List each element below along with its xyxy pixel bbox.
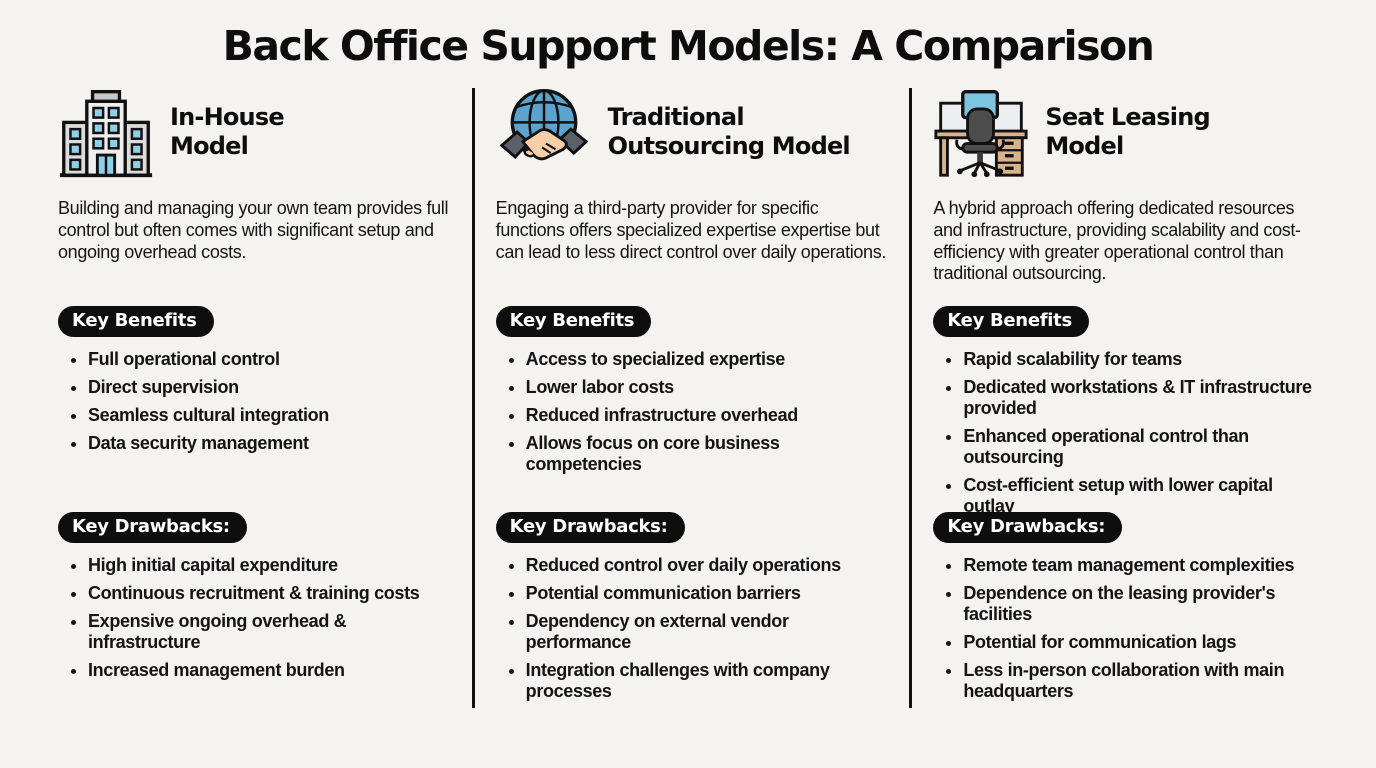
drawbacks-section: Key Drawbacks: Reduced control over dail… [495, 512, 889, 702]
drawbacks-badge: Key Drawbacks: [495, 512, 685, 543]
drawback-item: Less in-person collaboration with main h… [963, 660, 1326, 702]
benefits-section: Key Benefits Rapid scalability for teams… [933, 306, 1326, 516]
page-title-main: Back Office Support Models: [222, 22, 840, 70]
benefit-item: Dedicated workstations & IT infrastructu… [963, 377, 1326, 419]
benefit-item: Full operational control [88, 349, 451, 370]
benefit-item: Lower labor costs [526, 377, 889, 398]
column-title-line2: Model [1045, 132, 1124, 160]
column-title-line1: In-House [170, 102, 285, 131]
benefits-list: Full operational control Direct supervis… [58, 349, 451, 454]
column-description: A hybrid approach offering dedicated res… [933, 198, 1301, 284]
drawbacks-badge: Key Drawbacks: [58, 512, 247, 543]
benefits-list: Rapid scalability for teams Dedicated wo… [933, 349, 1326, 517]
column-title-line2: Model [170, 132, 249, 160]
benefits-badge: Key Benefits [495, 306, 652, 337]
drawbacks-list: Remote team management complexities Depe… [933, 555, 1326, 702]
column-title: Seat Leasing Model [1045, 103, 1210, 162]
column-description: Building and managing your own team prov… [58, 198, 449, 262]
column-header: Traditional Outsourcing Model [496, 84, 889, 180]
column-seat-leasing-model: Seat Leasing Model A hybrid approach off… [933, 84, 1326, 709]
benefit-item: Direct supervision [88, 377, 451, 398]
page-title-suffix: A Comparison [838, 22, 1155, 70]
drawback-item: Dependency on external vendor performanc… [526, 611, 889, 653]
comparison-columns: In-House Model Building and managing you… [0, 70, 1376, 709]
column-title-line1: Seat Leasing [1045, 102, 1210, 131]
benefits-list: Access to specialized expertise Lower la… [496, 349, 889, 475]
benefit-item: Enhanced operational control than outsou… [963, 426, 1326, 468]
benefit-item: Data security management [88, 433, 451, 454]
drawback-item: Integration challenges with company proc… [526, 660, 889, 702]
column-divider [471, 88, 475, 708]
benefits-badge: Key Benefits [58, 306, 214, 337]
drawback-item: Potential for communication lags [963, 632, 1326, 653]
drawbacks-list: Reduced control over daily operations Po… [496, 555, 889, 702]
column-header: Seat Leasing Model [933, 84, 1326, 180]
drawback-item: Reduced control over daily operations [526, 555, 889, 576]
benefits-badge: Key Benefits [933, 306, 1089, 337]
benefit-item: Allows focus on core business competenci… [526, 433, 889, 475]
drawbacks-badge: Key Drawbacks: [933, 512, 1123, 543]
benefit-item: Access to specialized expertise [526, 349, 889, 370]
benefits-section: Key Benefits Access to specialized exper… [495, 306, 889, 512]
column-title: Traditional Outsourcing Model [607, 102, 851, 162]
column-description: Engaging a third-party provider for spec… [495, 198, 887, 262]
building-icon [58, 84, 154, 180]
drawback-item: Potential communication barriers [526, 583, 889, 604]
drawback-item: Continuous recruitment & training costs [88, 583, 451, 604]
benefit-item: Seamless cultural integration [88, 405, 451, 426]
column-divider [909, 88, 913, 708]
drawback-item: Remote team management complexities [963, 555, 1326, 576]
benefit-item: Rapid scalability for teams [963, 349, 1326, 370]
benefit-item: Reduced infrastructure overhead [526, 405, 889, 426]
drawbacks-section: Key Drawbacks: Remote team management co… [933, 512, 1326, 702]
drawbacks-list: High initial capital expenditure Continu… [58, 555, 451, 681]
globe-handshake-icon [496, 84, 592, 180]
column-title: In-House Model [170, 102, 285, 162]
drawback-item: Increased management burden [88, 660, 451, 681]
drawbacks-section: Key Drawbacks: High initial capital expe… [58, 512, 451, 681]
benefit-item: Cost-efficient setup with lower capital … [963, 475, 1326, 517]
desk-workstation-icon [933, 84, 1029, 180]
drawback-item: High initial capital expenditure [88, 555, 451, 576]
drawback-item: Expensive ongoing overhead & infrastruct… [88, 611, 451, 653]
benefits-section: Key Benefits Full operational control Di… [58, 306, 451, 512]
drawback-item: Dependence on the leasing provider's fac… [963, 583, 1326, 625]
column-title-line2: Outsourcing Model [607, 132, 851, 160]
page-title: Back Office Support Models: A Comparison [0, 22, 1376, 70]
column-header: In-House Model [58, 84, 451, 180]
column-traditional-outsourcing-model: Traditional Outsourcing Model Engaging a… [495, 84, 889, 709]
column-title-line1: Traditional [607, 102, 745, 131]
column-in-house-model: In-House Model Building and managing you… [58, 84, 451, 688]
